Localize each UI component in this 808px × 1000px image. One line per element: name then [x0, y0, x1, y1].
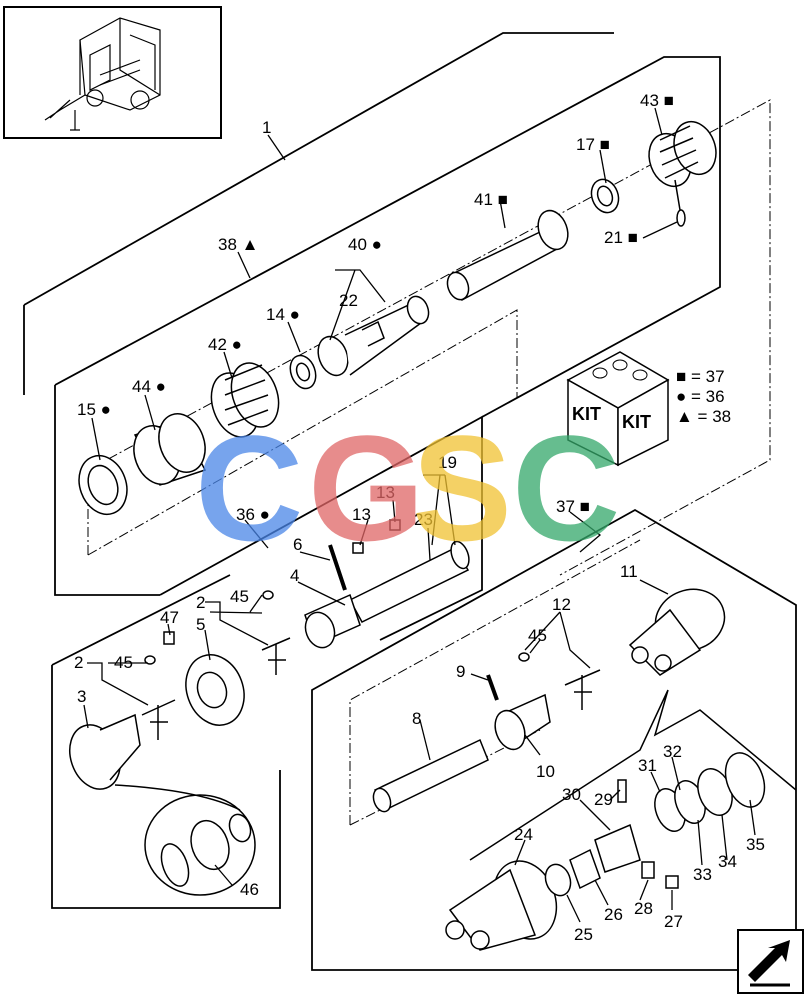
callout-22: 22 [339, 291, 358, 310]
callout-3: 3 [77, 687, 86, 706]
callout-9: 9 [456, 662, 465, 681]
callout-31: 31 [638, 756, 657, 775]
kit-legend-circle: ● = 36 [676, 387, 725, 406]
kit-legend-triangle: ▲ = 38 [676, 407, 731, 426]
assembly-frame-1 [23, 32, 721, 596]
callout-4: 4 [290, 566, 299, 585]
callout-10: 10 [536, 762, 555, 781]
callout-12: 12 [552, 595, 571, 614]
kit-box-text-1: KIT [572, 404, 601, 424]
callout-2-upper: 2 [196, 593, 205, 612]
callout-35: 35 [746, 835, 765, 854]
callout-47: 47 [160, 608, 179, 627]
callout-8: 8 [412, 709, 421, 728]
kit-legend-square: ■ = 37 [676, 367, 725, 386]
callout-33: 33 [693, 865, 712, 884]
part-drawings [69, 120, 797, 951]
callout-40: 40 ● [348, 235, 382, 254]
watermark-letter-3: S [412, 404, 512, 572]
kit-legend: ■ = 37 ● = 36 ▲ = 38 [676, 367, 731, 426]
next-page-arrow-icon[interactable] [737, 929, 804, 994]
callout-5: 5 [196, 615, 205, 634]
callout-34: 34 [718, 852, 737, 871]
callout-46: 46 [240, 880, 259, 899]
callout-labels: 1 38 ▲ 40 ● 22 14 ● 42 ● 44 ● 15 ● 41 ■ … [74, 91, 765, 944]
callout-32: 32 [663, 742, 682, 761]
watermark-letter-2: G [308, 404, 425, 572]
callout-45-upper: 45 [230, 587, 249, 606]
callout-11: 11 [620, 562, 638, 581]
callout-27: 27 [664, 912, 683, 931]
callout-38: 38 ▲ [218, 235, 258, 254]
callout-19: 19 [438, 453, 457, 472]
callout-28: 28 [634, 899, 653, 918]
callout-45-left: 45 [114, 653, 133, 672]
callout-14: 14 ● [266, 305, 300, 324]
machine-thumbnail [3, 6, 222, 139]
callout-26: 26 [604, 905, 623, 924]
leader-lines [83, 107, 756, 923]
callout-45-right: 45 [528, 626, 547, 645]
callout-44: 44 ● [132, 377, 166, 396]
kit-box-text-2: KIT [622, 412, 651, 432]
callout-23: 23 [414, 510, 433, 529]
callout-36: 36 ● [236, 505, 270, 524]
callout-2-lower: 2 [74, 653, 83, 672]
callout-41: 41 ■ [474, 190, 508, 209]
watermark-letter-1: C [195, 404, 303, 572]
assembly-frame-left [51, 574, 281, 909]
callout-37: 37 ■ [556, 497, 590, 516]
watermark-letter-4: C [512, 404, 620, 572]
callout-15: 15 ● [77, 400, 111, 419]
callout-24: 24 [514, 825, 533, 844]
callout-29: 29 [594, 790, 613, 809]
callout-17: 17 ■ [576, 135, 610, 154]
callout-42: 42 ● [208, 335, 242, 354]
callout-6: 6 [293, 535, 302, 554]
callout-1: 1 [262, 118, 271, 137]
callout-25: 25 [574, 925, 593, 944]
callout-30: 30 [562, 785, 581, 804]
kit-box-icon: KIT KIT [566, 351, 670, 467]
callout-21: 21 ■ [604, 228, 638, 247]
callout-43: 43 ■ [640, 91, 674, 110]
callout-13-upper: 13 [376, 483, 395, 502]
callout-13-lower: 13 [352, 505, 371, 524]
assembly-frame-37 [311, 508, 797, 971]
watermark: C G S C [195, 404, 620, 572]
dashdot-axis-bottom [349, 539, 641, 826]
assembly-frame-36 [159, 415, 483, 641]
